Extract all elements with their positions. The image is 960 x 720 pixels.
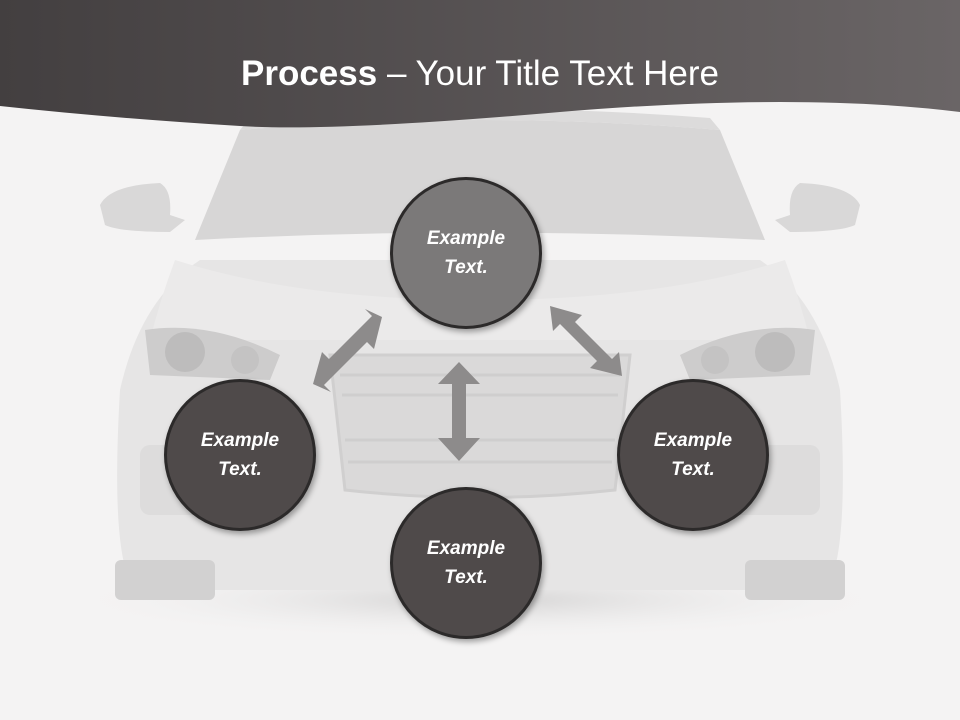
process-node-top: Example Text. [390,177,542,329]
double-arrow-top-bottom [438,362,480,461]
double-arrow-top-right [550,306,622,376]
process-node-right: Example Text. [617,379,769,531]
double-arrow-left-top [313,309,382,392]
slide-title: Process – Your Title Text Here [0,52,960,96]
node-top-label: Example Text. [426,228,506,278]
title-bold: Process [241,54,378,93]
title-rest: – Your Title Text Here [377,54,719,93]
header-banner [0,0,960,128]
node-left-label: Example Text. [200,430,280,480]
node-right-label: Example Text. [653,430,733,480]
process-node-bottom: Example Text. [390,487,542,639]
process-node-left: Example Text. [164,379,316,531]
node-bottom-label: Example Text. [426,538,506,588]
